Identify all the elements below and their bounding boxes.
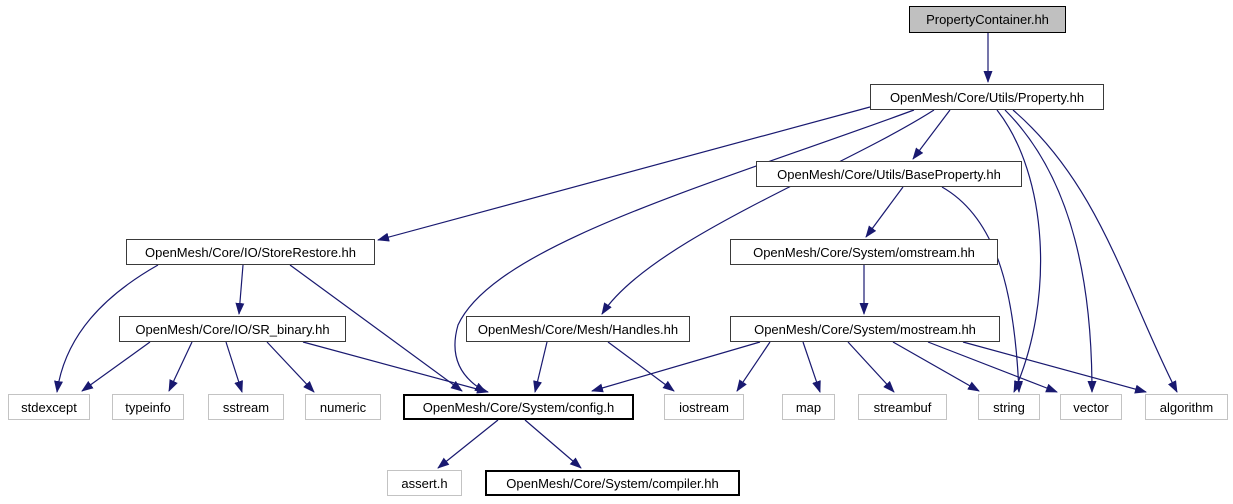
node-label-assert-h: assert.h — [401, 475, 448, 491]
edge-mostream-to-iostream — [736, 341, 771, 392]
node-label-sstream: sstream — [222, 399, 270, 415]
node-label-algorithm: algorithm — [1159, 399, 1214, 415]
node-store-restore[interactable]: OpenMesh/Core/IO/StoreRestore.hh — [126, 239, 375, 265]
node-label-compiler: OpenMesh/Core/System/compiler.hh — [506, 475, 719, 491]
node-algorithm: algorithm — [1145, 394, 1228, 420]
edge-config-to-compiler — [524, 419, 582, 469]
edge-store-restore-to-sr-binary — [235, 264, 245, 315]
node-label-omstream: OpenMesh/Core/System/omstream.hh — [753, 244, 975, 260]
edge-property-to-base-property — [912, 109, 951, 160]
edge-handles-to-config — [533, 341, 548, 393]
edge-handles-to-iostream — [607, 341, 675, 392]
node-label-numeric: numeric — [319, 399, 367, 415]
node-property-container: PropertyContainer.hh — [909, 6, 1066, 33]
node-label-sr-binary: OpenMesh/Core/IO/SR_binary.hh — [135, 321, 330, 337]
edge-store-restore-to-stdexcept — [54, 264, 159, 393]
edge-mostream-to-streambuf — [847, 341, 895, 393]
edge-config-to-assert-h — [437, 419, 499, 469]
edge-mostream-to-string — [892, 341, 980, 392]
node-label-store-restore: OpenMesh/Core/IO/StoreRestore.hh — [145, 244, 356, 260]
edge-mostream-to-config — [591, 341, 761, 393]
edge-property-to-vector — [1004, 109, 1097, 393]
edge-property-to-config — [454, 109, 915, 393]
node-label-iostream: iostream — [679, 399, 729, 415]
edge-property-to-algorithm — [1012, 109, 1178, 393]
node-numeric: numeric — [305, 394, 381, 420]
edge-mostream-to-algorithm — [962, 341, 1147, 394]
node-label-string: string — [993, 399, 1025, 415]
edge-store-restore-to-config — [289, 264, 463, 392]
node-omstream[interactable]: OpenMesh/Core/System/omstream.hh — [730, 239, 998, 265]
edge-base-property-to-omstream — [865, 186, 904, 238]
node-property[interactable]: OpenMesh/Core/Utils/Property.hh — [870, 84, 1104, 110]
edge-sr-binary-to-numeric — [266, 341, 315, 393]
edge-property-to-string — [996, 109, 1042, 393]
node-label-map: map — [795, 399, 822, 415]
node-compiler[interactable]: OpenMesh/Core/System/compiler.hh — [485, 470, 740, 496]
edge-mostream-to-map — [802, 341, 821, 393]
node-config[interactable]: OpenMesh/Core/System/config.h — [403, 394, 634, 420]
node-streambuf: streambuf — [858, 394, 947, 420]
node-mostream[interactable]: OpenMesh/Core/System/mostream.hh — [730, 316, 1000, 342]
node-map: map — [782, 394, 835, 420]
node-label-streambuf: streambuf — [873, 399, 932, 415]
node-handles[interactable]: OpenMesh/Core/Mesh/Handles.hh — [466, 316, 690, 342]
node-label-config: OpenMesh/Core/System/config.h — [422, 399, 615, 415]
node-string: string — [978, 394, 1040, 420]
node-iostream: iostream — [664, 394, 744, 420]
node-stdexcept: stdexcept — [8, 394, 90, 420]
node-assert-h: assert.h — [387, 470, 462, 496]
node-label-mostream: OpenMesh/Core/System/mostream.hh — [754, 321, 976, 337]
edge-base-property-to-string — [941, 186, 1024, 393]
edge-mostream-to-vector — [927, 341, 1058, 393]
edge-sr-binary-to-stdexcept — [81, 341, 151, 392]
node-typeinfo: typeinfo — [112, 394, 184, 420]
node-vector: vector — [1060, 394, 1122, 420]
node-sstream: sstream — [208, 394, 284, 420]
node-label-vector: vector — [1073, 399, 1109, 415]
node-label-property-container: PropertyContainer.hh — [926, 12, 1049, 27]
node-sr-binary[interactable]: OpenMesh/Core/IO/SR_binary.hh — [119, 316, 346, 342]
edge-sr-binary-to-sstream — [225, 341, 243, 393]
node-label-handles: OpenMesh/Core/Mesh/Handles.hh — [477, 321, 679, 337]
edge-property-to-handles — [601, 109, 935, 315]
node-label-stdexcept: stdexcept — [21, 399, 77, 415]
node-base-property[interactable]: OpenMesh/Core/Utils/BaseProperty.hh — [756, 161, 1022, 187]
node-label-property: OpenMesh/Core/Utils/Property.hh — [889, 89, 1085, 105]
node-label-typeinfo: typeinfo — [125, 399, 171, 415]
edge-sr-binary-to-config — [302, 341, 489, 394]
edge-sr-binary-to-typeinfo — [168, 341, 193, 392]
node-label-base-property: OpenMesh/Core/Utils/BaseProperty.hh — [777, 166, 1001, 182]
edge-property-to-store-restore — [377, 106, 871, 242]
